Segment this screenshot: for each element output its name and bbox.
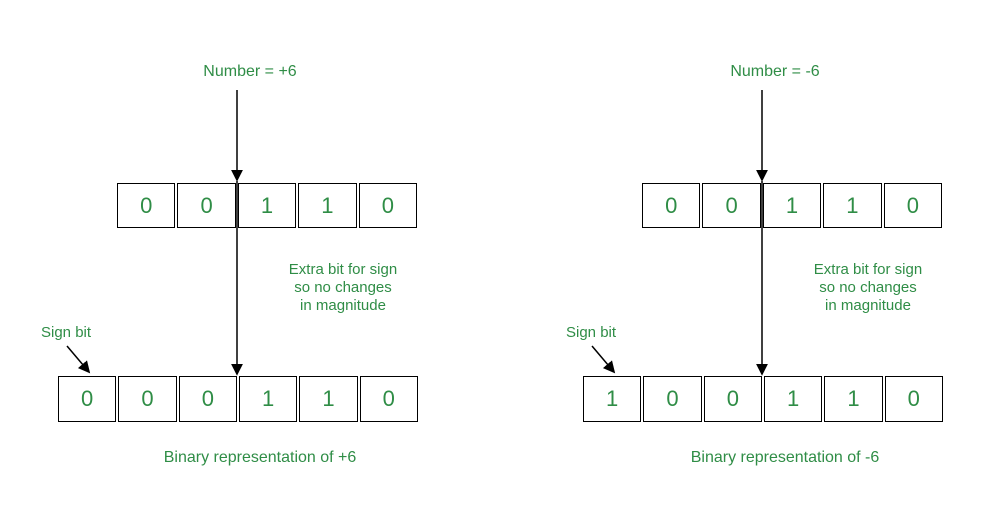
note-line: Extra bit for sign: [813, 261, 923, 278]
bit-cell: 0: [177, 183, 236, 228]
sign-magnitude-register: 0 0 0 1 1 0: [58, 376, 418, 422]
sign-bit-cell: 1: [583, 376, 642, 422]
bit-cell: 1: [237, 183, 297, 228]
magnitude-register: 0 0 1 1 0: [117, 183, 418, 228]
arrow-lines: [591, 90, 768, 376]
magnitude-register: 0 0 1 1 0: [642, 183, 943, 228]
number-label: Number = +6: [203, 63, 297, 80]
number-label: Number = -6: [730, 63, 820, 80]
sign-bit-label: Sign bit: [566, 324, 617, 341]
panel-plus-6: Number = +6 0 0 1 1 0 Extra bit for sign…: [0, 0, 481, 506]
note-line: Extra bit for sign: [288, 261, 398, 278]
bit-cell: 0: [117, 183, 176, 228]
note-line: so no changes: [819, 279, 917, 296]
bit-cell: 0: [118, 376, 177, 422]
bit-cell: 1: [299, 376, 358, 422]
bit-cell: 1: [823, 183, 882, 228]
bit-cell: 0: [359, 376, 418, 422]
sign-magnitude-register: 1 0 0 1 1 0: [583, 376, 943, 422]
sign-bit-label: Sign bit: [41, 324, 92, 341]
bit-cell: 1: [298, 183, 357, 228]
note-line: in magnitude: [825, 297, 911, 314]
note-line: so no changes: [294, 279, 392, 296]
bit-cell: 0: [178, 376, 237, 422]
bit-cell: 0: [642, 183, 701, 228]
sign-bit-arrow: [66, 345, 91, 374]
caption: Binary representation of +6: [163, 449, 357, 466]
bit-cell: 1: [763, 376, 823, 422]
bit-cell: 1: [824, 376, 883, 422]
panel-minus-6: Number = -6 0 0 1 1 0 Extra bit for sign…: [525, 0, 1006, 506]
bit-cell: 0: [703, 376, 762, 422]
bit-cell: 0: [702, 183, 761, 228]
extra-bit-note: Extra bit for sign so no changes in magn…: [788, 261, 948, 315]
bit-cell: 1: [762, 183, 822, 228]
bit-cell: 0: [643, 376, 702, 422]
arrow-lines: [66, 90, 243, 376]
sign-bit-arrow: [591, 345, 616, 374]
bit-cell: 0: [884, 376, 943, 422]
sign-bit-cell: 0: [58, 376, 117, 422]
note-line: in magnitude: [300, 297, 386, 314]
extra-bit-note: Extra bit for sign so no changes in magn…: [263, 261, 423, 315]
bit-cell: 1: [238, 376, 298, 422]
caption: Binary representation of -6: [690, 449, 880, 466]
bit-cell: 0: [883, 183, 943, 228]
bit-cell: 0: [358, 183, 418, 228]
